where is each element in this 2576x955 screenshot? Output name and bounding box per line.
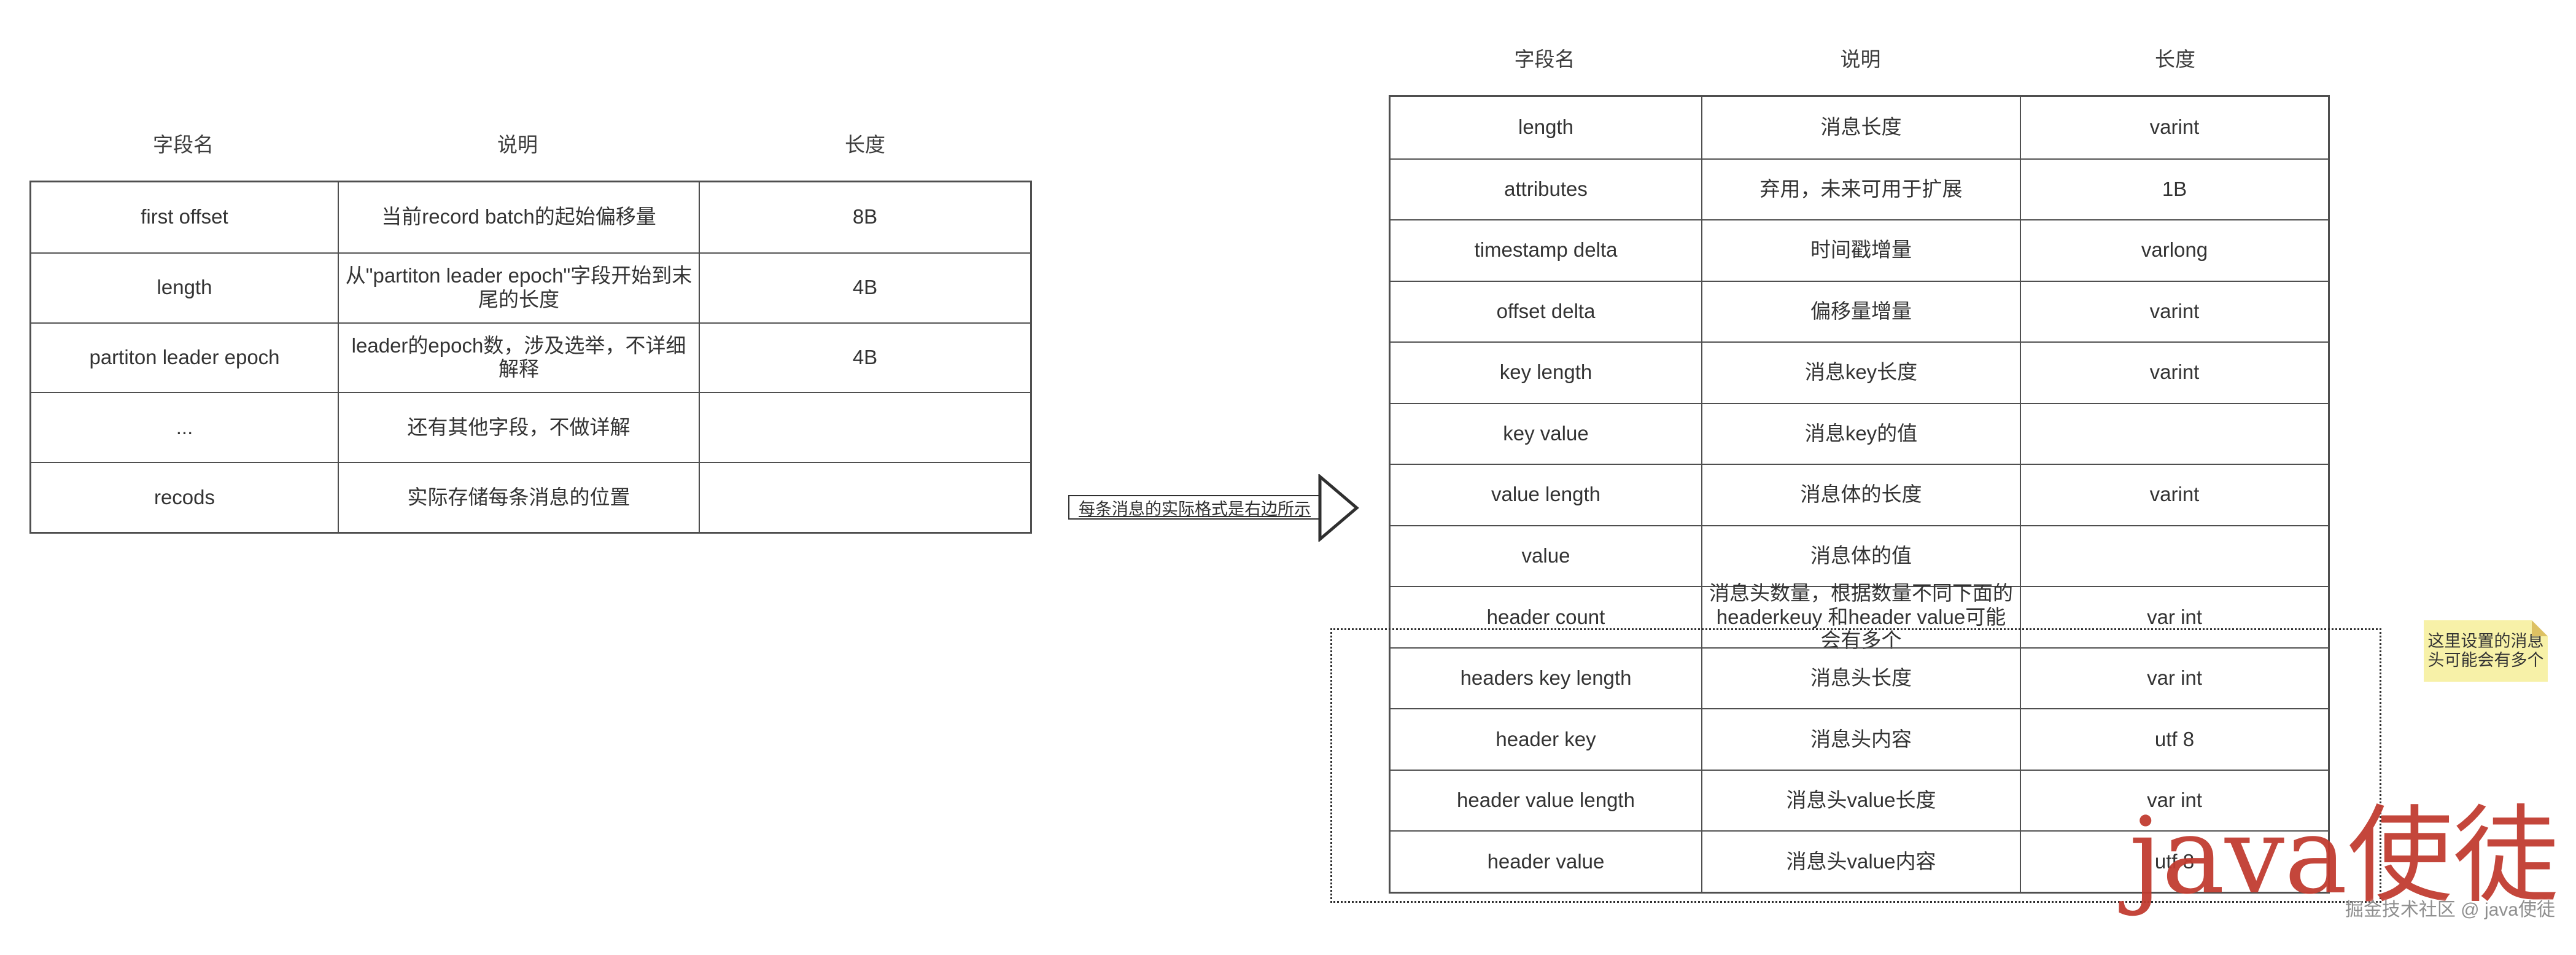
table-cell-desc: 消息体的长度	[1701, 464, 2020, 525]
column-label-len: 长度	[845, 133, 885, 156]
table-cell-len: varint	[2020, 280, 2328, 342]
column-label-field: 字段名	[1514, 47, 1575, 71]
table-cell-field: key value	[1391, 402, 1701, 464]
table-cell-len: varint	[2020, 341, 2328, 403]
table-cell-desc: 当前record batch的起始偏移量	[338, 182, 699, 252]
table-cell-desc: 弃用，未来可用于扩展	[1701, 158, 2020, 220]
table-cell-desc: 实际存储每条消息的位置	[338, 462, 699, 532]
table-cell-len: utf 8	[2020, 708, 2328, 770]
table-cell-field: headers key length	[1391, 647, 1701, 709]
column-label-field: 字段名	[153, 133, 214, 156]
table-cell-field: first offset	[141, 205, 228, 228]
table-cell-field: length	[31, 252, 338, 322]
table-cell-desc: 消息头内容	[1701, 708, 2020, 770]
table-cell-field: value	[1391, 524, 1701, 587]
table-cell-desc: 消息头长度	[1701, 647, 2020, 709]
table-cell-desc: 消息长度	[1701, 97, 2020, 158]
table-cell-field: value length	[1391, 464, 1701, 525]
table-cell-field: header count	[1391, 586, 1701, 647]
left-table-column-labels: 字段名 说明 长度	[29, 126, 1032, 160]
table-cell-len: 8B	[699, 182, 1030, 252]
table-cell-len: utf 8	[2020, 830, 2328, 892]
table-cell-len: var int	[2020, 769, 2328, 831]
table-cell-len: varint	[2020, 464, 2328, 525]
table-cell-field: key length	[1391, 341, 1701, 403]
table-cell-field: header key	[1391, 708, 1701, 770]
table-cell-desc: 还有其他字段，不做详解	[338, 392, 699, 462]
table-cell-field: partiton leader epoch	[31, 322, 338, 392]
left-table: first offset 当前record batch的起始偏移量 8B len…	[29, 181, 1032, 534]
table-cell-len: varlong	[2020, 219, 2328, 281]
table-cell-len: var int	[2020, 647, 2328, 709]
table-cell-desc: 时间戳增量	[1701, 219, 2020, 281]
table-cell-desc: 消息体的值	[1701, 524, 2020, 587]
table-cell-len: varint	[2020, 97, 2328, 158]
table-cell-desc: 消息头value内容	[1701, 830, 2020, 892]
sticky-note: 这里设置的消息头可能会有多个	[2424, 620, 2548, 682]
table-cell-len	[2020, 524, 2328, 587]
table-cell-desc: leader的epoch数，涉及选举，不详细解释	[338, 322, 699, 392]
watermark-text: java使徒	[2129, 794, 2559, 918]
credit-text: 掘金技术社区 @ java使徒	[2345, 900, 2555, 920]
table-cell-len	[2020, 402, 2328, 464]
column-label-desc: 说明	[1840, 47, 1881, 71]
table-cell-len	[699, 462, 1030, 532]
table-cell-field: length	[1518, 115, 1573, 139]
table-cell-field: recods	[31, 462, 338, 532]
table-cell-desc: 消息key长度	[1701, 341, 2020, 403]
table-cell-len: 1B	[2020, 158, 2328, 220]
table-cell-len: 4B	[699, 322, 1030, 392]
table-cell-field: header value	[1391, 830, 1701, 892]
column-label-len: 长度	[2155, 47, 2195, 71]
table-cell-len: 4B	[699, 252, 1030, 322]
table-cell-field: offset delta	[1391, 280, 1701, 342]
table-cell-field: header value length	[1391, 769, 1701, 831]
table-cell-len	[699, 392, 1030, 462]
sticky-note-text: 这里设置的消息头可能会有多个	[2427, 631, 2544, 669]
table-cell-field: ...	[31, 392, 338, 462]
column-label-desc: 说明	[497, 133, 538, 156]
table-cell-desc: 从"partiton leader epoch"字段开始到末尾的长度	[338, 252, 699, 322]
arrow-right-icon	[1318, 474, 1359, 542]
table-cell-field: timestamp delta	[1391, 219, 1701, 281]
right-table: length 消息长度 varint attributes 弃用，未来可用于扩展…	[1389, 95, 2330, 894]
table-cell-desc: 消息头value长度	[1701, 769, 2020, 831]
table-cell-desc: 消息头数量，根据数量不同下面的headerkeuy 和header value可…	[1701, 582, 2020, 652]
table-cell-desc: 消息key的值	[1701, 402, 2020, 464]
table-cell-desc: 偏移量增量	[1701, 280, 2020, 342]
table-cell-field: attributes	[1391, 158, 1701, 220]
flow-arrow-label: 每条消息的实际格式是右边所示	[1079, 499, 1311, 518]
table-cell-len: var int	[2020, 586, 2328, 647]
flow-arrow-shaft: 每条消息的实际格式是右边所示	[1068, 495, 1321, 520]
right-table-column-labels: 字段名 说明 长度	[1389, 41, 2330, 74]
